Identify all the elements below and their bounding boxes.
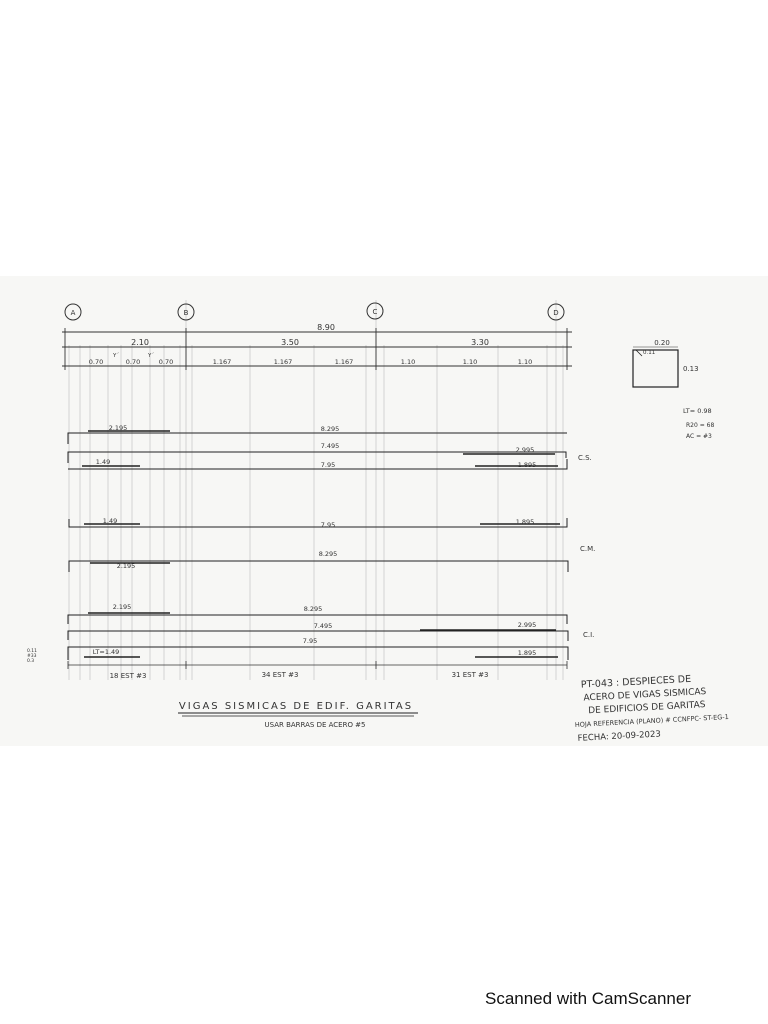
zone-label-cs: C.S. (578, 454, 592, 462)
dimension-lines (62, 328, 572, 370)
bar-label: 7.495 (321, 442, 340, 450)
bar-label: 7.95 (303, 637, 317, 645)
side-note: #33 (27, 653, 37, 659)
svg-text:C: C (373, 308, 378, 316)
axis-bubble-b: B (177, 303, 195, 321)
camscanner-watermark: Scanned with CamScanner (484, 989, 691, 1008)
subdivision-label: 1.10 (463, 358, 477, 366)
section-width-label: 0.20 (654, 339, 670, 347)
stirrup-label: 18 EST #3 (110, 672, 147, 680)
info-line: FECHA: 20-09-2023 (577, 729, 661, 743)
bar-label: LT=1.49 (93, 648, 120, 656)
span-label-bc: 3.50 (281, 338, 299, 347)
bar-label: 1.895 (516, 518, 535, 526)
bar-label: 1.895 (518, 461, 537, 469)
bar-label: 1.49 (96, 458, 110, 466)
subdivision-label: 0.70 (159, 358, 173, 366)
bar-label: 2.195 (117, 562, 136, 570)
bar-label: 8.295 (304, 605, 323, 613)
svg-text:D: D (553, 309, 558, 317)
section-note: R20 = 68 (686, 422, 714, 429)
rebar-lines (67, 430, 569, 660)
axis-bubble-d: D (547, 303, 565, 321)
svg-text:A: A (71, 309, 76, 317)
beam-section: 0.20 0.11 0.13 LT= 0.98 R20 = 68 AC = #3 (632, 339, 714, 440)
stirrup-label: 31 EST #3 (452, 671, 489, 679)
bar-cs-second (67, 451, 567, 463)
bar-ci-main (67, 614, 568, 624)
section-hook-label: 0.11 (643, 350, 655, 356)
subdivision-label: 0.70 (89, 358, 103, 366)
side-note: 0.11 (27, 648, 37, 654)
bar-label: 8.295 (319, 550, 338, 558)
bar-ci-second (67, 630, 569, 641)
small-mark: Y´ (112, 353, 119, 359)
bar-label: 1.49 (103, 517, 117, 525)
bar-cs-main (67, 432, 567, 444)
drawing-title: VIGAS SISMICAS DE EDIF. GARITAS (179, 701, 413, 712)
guide-lines (68, 300, 564, 680)
bar-label: 7.95 (321, 521, 335, 529)
side-note: 0.3 (27, 658, 34, 664)
section-height-label: 0.13 (683, 365, 699, 373)
section-note: LT= 0.98 (683, 407, 712, 415)
axis-bubble-c: C (366, 302, 384, 320)
bar-label: 1.895 (518, 649, 537, 657)
section-note: AC = #3 (686, 433, 712, 440)
subdivision-label: 0.70 (126, 358, 140, 366)
small-mark: Y´ (147, 353, 154, 359)
bar-label: 2.195 (113, 603, 132, 611)
bar-cm-main (68, 518, 568, 528)
bar-cm-second (68, 560, 569, 572)
axis-bubble-a: A (64, 303, 82, 321)
total-span-label: 8.90 (317, 323, 335, 332)
bar-label: 7.95 (321, 461, 335, 469)
bar-label: 8.295 (321, 425, 340, 433)
span-label-ab: 2.10 (131, 338, 149, 347)
subdivision-label: 1.167 (274, 358, 293, 366)
drawing-subtitle: USAR BARRAS DE ACERO #5 (265, 721, 366, 729)
bar-label: 2.995 (516, 446, 535, 454)
span-label-cd: 3.30 (471, 338, 489, 347)
zone-label-ci: C.I. (583, 631, 594, 639)
stirrup-dimension (67, 661, 568, 669)
subdivision-label: 1.167 (335, 358, 354, 366)
zone-label-cm: C.M. (580, 545, 595, 553)
bar-ci-third (67, 646, 569, 660)
bar-label: 7.495 (314, 622, 333, 630)
subdivision-label: 1.167 (213, 358, 232, 366)
bar-label: 2.195 (109, 424, 128, 432)
bar-cs-third (68, 459, 568, 470)
svg-text:B: B (184, 309, 189, 317)
bar-label: 2.995 (518, 621, 537, 629)
stirrup-label: 34 EST #3 (262, 671, 299, 679)
subdivision-label: 1.10 (401, 358, 415, 366)
subdivision-label: 1.10 (518, 358, 532, 366)
